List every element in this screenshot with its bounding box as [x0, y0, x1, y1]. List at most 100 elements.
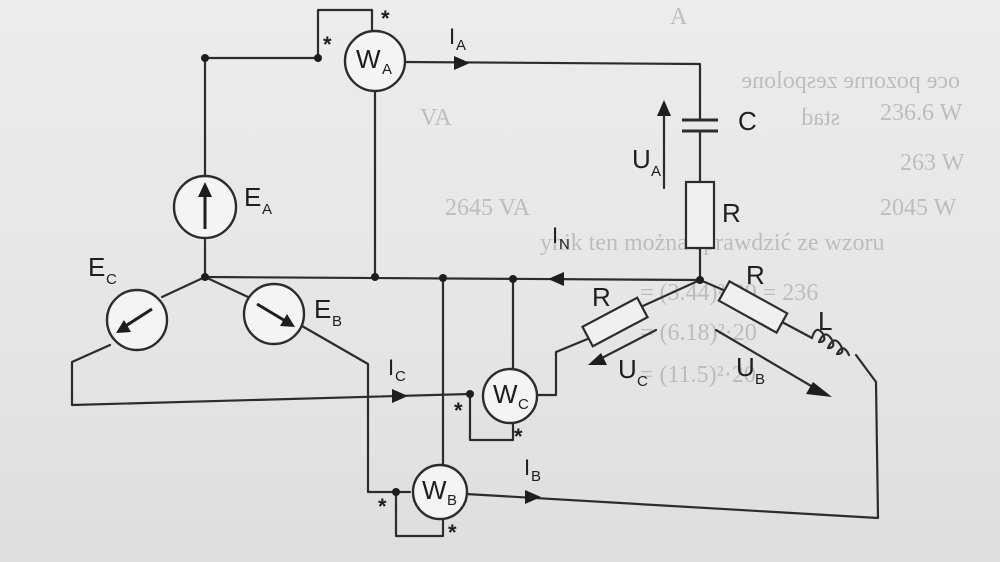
arrow-ia	[454, 56, 470, 70]
polarity-star: *	[454, 398, 463, 423]
junction-dot	[439, 274, 447, 282]
resistor-r-phase-a	[684, 180, 716, 250]
resistor-b-label: R	[746, 260, 765, 290]
wa-label: W	[356, 44, 381, 74]
wc-label: W	[493, 379, 518, 409]
wire-phase-a-up	[203, 56, 320, 178]
ec-label-sub: C	[106, 271, 117, 288]
junction-dots	[201, 54, 704, 496]
arrow-ic	[392, 389, 408, 403]
junction-dot	[314, 54, 322, 62]
wa-voltage-loop	[316, 8, 374, 60]
arrow-ib	[525, 490, 541, 504]
bg-text-line: A	[670, 4, 688, 30]
resistor-c-label: R	[592, 282, 611, 312]
source-ea	[172, 174, 238, 240]
wa-label-sub: A	[382, 61, 392, 78]
ic-label-sub: C	[395, 368, 406, 385]
ub-label: U	[736, 352, 755, 382]
capacitor-c	[682, 118, 718, 133]
polarity-star: *	[514, 424, 523, 449]
ib-label-sub: B	[531, 468, 541, 485]
wc-voltage-loop	[468, 392, 515, 442]
junction-dot	[696, 276, 704, 284]
inductor-l	[810, 328, 851, 357]
polarity-star: *	[378, 494, 387, 519]
junction-dot	[466, 390, 474, 398]
in-label: I	[552, 223, 558, 248]
source-ec-arrow-line	[123, 307, 153, 329]
arrow-ua-head	[657, 100, 671, 116]
neutral-line	[203, 275, 702, 282]
wattmeter-wc	[481, 367, 539, 425]
arrow-up-icon	[198, 182, 212, 197]
resistor-r-phase-b	[717, 279, 789, 335]
uc-label: U	[618, 354, 637, 384]
arrow-ub-line	[714, 328, 820, 392]
bg-text-line: stad	[801, 105, 840, 131]
wire-l-to-b	[464, 353, 880, 520]
ib-label: I	[524, 455, 530, 480]
bg-text-line: = (11.5)²·20	[640, 362, 756, 388]
current-arrows	[392, 56, 564, 504]
bg-text-line: 236.6 W	[880, 100, 963, 126]
source-eb-arrow-line	[256, 302, 288, 324]
bg-text-line: oce pozorne zespolone	[741, 68, 960, 94]
polarity-star: *	[323, 32, 332, 57]
arrow-diag-icon	[116, 320, 131, 333]
junction-dot	[201, 54, 209, 62]
wire-rb-to-l	[780, 320, 814, 340]
in-label-sub: N	[559, 236, 570, 253]
junction-dot	[371, 273, 379, 281]
wattmeter-wa	[343, 29, 407, 93]
ia-label: I	[449, 24, 455, 49]
arrow-diag-icon	[280, 314, 295, 327]
uc-label-sub: C	[637, 373, 648, 390]
ic-label: I	[388, 355, 394, 380]
wire-node-to-ec	[160, 275, 207, 299]
ec-label: E	[88, 252, 105, 282]
resistor-r-phase-c	[580, 296, 650, 348]
capacitor-label: C	[738, 106, 757, 136]
ub-label-sub: B	[755, 371, 765, 388]
eb-label: E	[314, 294, 331, 324]
wire-ec-out	[70, 343, 472, 407]
bg-text-line: VA	[420, 105, 452, 131]
arrow-uc-head	[588, 353, 607, 365]
bg-text-line: 2645 VA	[445, 195, 531, 221]
inductor-label: L	[818, 306, 832, 336]
source-eb	[242, 282, 306, 346]
junction-dot	[392, 488, 400, 496]
ea-label-sub: A	[262, 201, 272, 218]
ua-label-sub: A	[651, 163, 661, 180]
wire-phase-a-top	[402, 60, 702, 122]
wire-eb-out	[300, 324, 412, 494]
wb-voltage-loop	[394, 490, 445, 538]
wire-star-to-rc	[632, 278, 702, 312]
voltage-arrows	[588, 100, 832, 397]
wire-star-to-rb	[698, 278, 730, 294]
ia-label-sub: A	[456, 37, 466, 54]
wb-label-sub: B	[447, 492, 457, 509]
wattmeter-wb	[411, 463, 469, 521]
bg-text-line: = (6.18)²·20	[640, 320, 757, 346]
bg-text-line: 263 W	[900, 150, 965, 176]
wiring	[70, 8, 880, 538]
wc-label-sub: C	[518, 396, 529, 413]
junction-dot	[509, 275, 517, 283]
eb-label-sub: B	[332, 313, 342, 330]
wire-node-to-eb	[203, 275, 250, 299]
ua-label: U	[632, 144, 651, 174]
source-ec	[105, 288, 169, 352]
wb-label: W	[422, 475, 447, 505]
bg-text-line: 2045 W	[880, 195, 957, 221]
junction-dot	[201, 273, 209, 281]
polarity-star: *	[448, 520, 457, 545]
resistor-a-label: R	[722, 198, 741, 228]
ea-label: E	[244, 182, 261, 212]
arrow-in	[548, 272, 564, 286]
arrow-ub-head	[806, 382, 832, 397]
polarity-star: *	[381, 6, 390, 31]
arrow-uc-line	[596, 328, 658, 362]
